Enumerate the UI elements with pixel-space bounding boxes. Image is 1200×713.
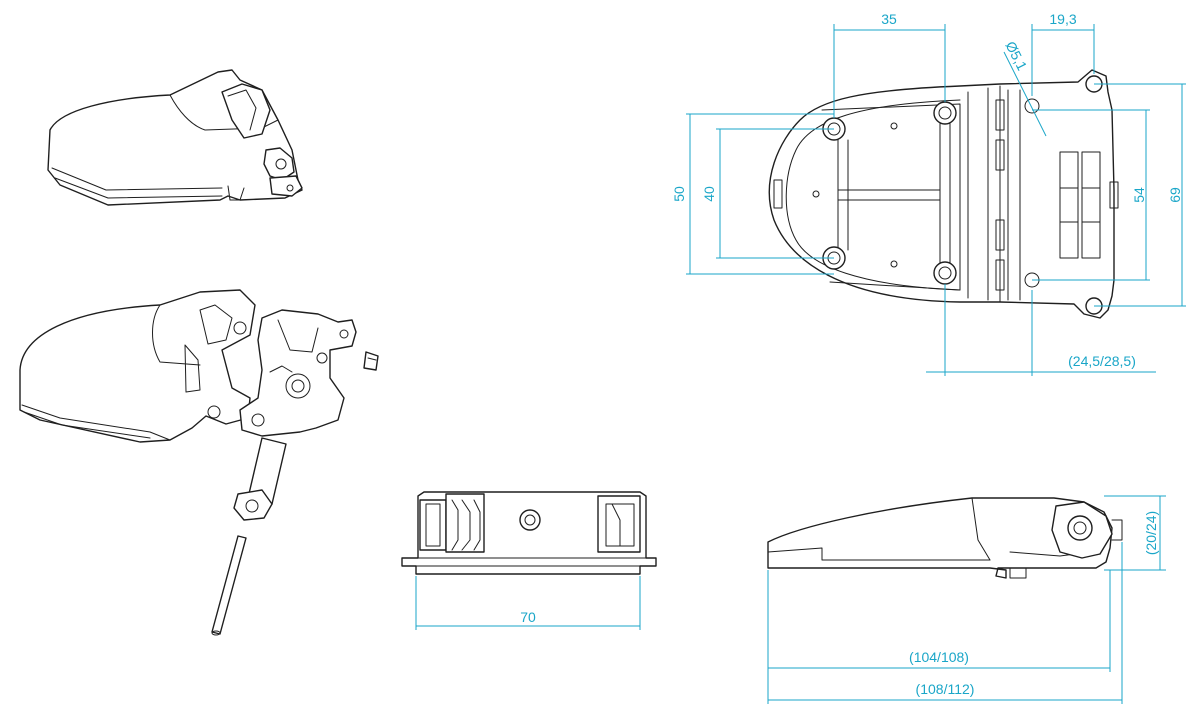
dimension-lines [415,24,1186,704]
dim-height-outer-right: 69 [1167,187,1183,203]
dim-side-height: (20/24) [1143,511,1159,555]
dim-top-offset: 19,3 [1049,11,1076,27]
dimension-labels: 35 19,3 Ø5,1 50 40 54 69 (24,5/28,5) 70 … [520,11,1183,697]
isometric-assembled-view [47,69,303,206]
dim-side-length-inner: (104/108) [909,649,969,665]
dim-front-width: 70 [520,609,536,625]
dim-bottom-offset: (24,5/28,5) [1068,353,1136,369]
dim-hole-diameter: Ø5,1 [1002,39,1030,73]
dim-height-inner-left: 40 [701,186,717,202]
dim-height-inner-right: 54 [1131,187,1147,203]
front-view [401,491,657,575]
side-view [767,497,1123,579]
exploded-view [19,289,379,636]
dim-height-outer-left: 50 [671,186,687,202]
top-view [768,69,1119,319]
dim-top-width: 35 [881,11,897,27]
dim-side-length-outer: (108/112) [916,681,975,697]
